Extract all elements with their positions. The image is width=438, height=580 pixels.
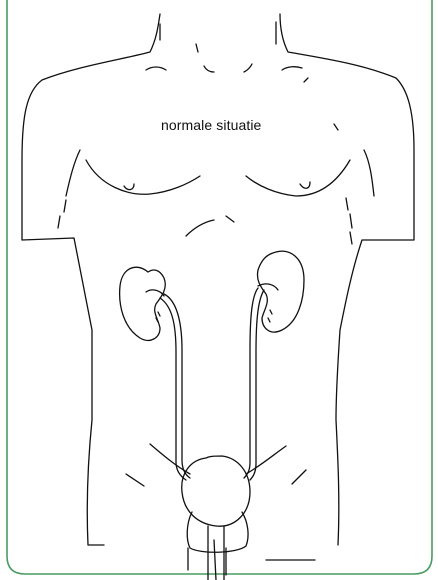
neck-mark — [196, 44, 198, 52]
collarbone-left — [146, 67, 166, 70]
left-kidney — [120, 267, 166, 340]
armpit-left — [66, 150, 80, 196]
pelvis-right — [246, 446, 286, 474]
armpit-right — [364, 150, 374, 196]
right-kidney — [257, 251, 304, 332]
nipple-right — [300, 182, 310, 188]
collarbone-mid-left — [204, 66, 214, 72]
left-kidney-pelvis — [146, 290, 164, 296]
collarbone-right — [282, 67, 302, 70]
frame-border — [7, 0, 432, 574]
groin-right — [292, 470, 306, 484]
collarbone-mid-right — [244, 64, 252, 72]
shoulder-mark — [304, 78, 308, 82]
right-kidney-hilum — [268, 310, 272, 322]
torso-outline — [22, 14, 414, 575]
bladder — [182, 456, 250, 526]
abdomen-mark-right — [226, 216, 234, 222]
rib-left-1 — [64, 200, 66, 212]
left-ureter — [164, 294, 190, 478]
rib-left-2 — [58, 216, 60, 228]
rib-right-3 — [350, 232, 352, 244]
pectoral-right — [246, 160, 350, 196]
abdomen-mark-left — [186, 220, 214, 236]
rib-right-1 — [346, 198, 348, 210]
groin-left — [126, 474, 144, 486]
shoulder-mark-right — [334, 124, 338, 130]
nipple-left — [124, 184, 134, 190]
pectoral-left — [86, 160, 200, 194]
rib-right-2 — [350, 214, 352, 228]
diagram-caption: normale situatie — [161, 116, 261, 134]
